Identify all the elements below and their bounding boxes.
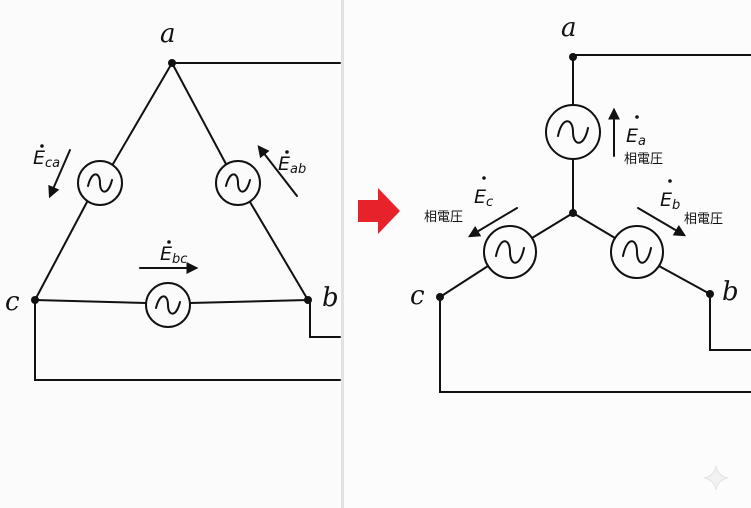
source-ec xyxy=(483,225,537,279)
eb-phase-voltage-note: 相電圧 xyxy=(684,212,723,227)
source-ebc xyxy=(145,282,191,328)
node-c-dot xyxy=(31,296,39,304)
source-eab xyxy=(215,160,261,206)
ea-label: Ea xyxy=(626,125,646,149)
neutral-dot xyxy=(569,209,577,217)
delta-circuit: a c b Eca Eab Ebc xyxy=(5,19,341,381)
right-arrow-icon xyxy=(358,188,400,234)
node-c-label: c xyxy=(5,287,20,317)
node-b-dot xyxy=(304,296,312,304)
eb-arrow xyxy=(637,207,687,237)
eab-arrow xyxy=(257,145,298,197)
source-ea xyxy=(545,104,601,160)
star-node-b-label: b xyxy=(722,277,739,307)
ea-phase-voltage-note: 相電圧 xyxy=(624,152,663,167)
star-node-c-dot xyxy=(436,293,444,301)
eca-label: Eca xyxy=(33,147,60,171)
ec-label: Ec xyxy=(474,186,493,210)
star-node-c-label: c xyxy=(410,281,425,311)
eab-label: Eab xyxy=(278,153,306,177)
star-node-a-dot xyxy=(569,53,577,61)
ec-phase-voltage-note: 相電圧 xyxy=(424,210,463,225)
node-b-label: b xyxy=(322,283,339,313)
source-eb xyxy=(610,225,664,279)
eb-label: Eb xyxy=(660,189,680,213)
star-node-a-label: a xyxy=(561,13,577,43)
left-panel xyxy=(0,0,341,508)
source-eca xyxy=(77,160,123,206)
star-circuit: a c b Ea 相電圧 Ec 相電圧 Eb 相電圧 xyxy=(410,13,751,393)
right-panel xyxy=(344,0,751,508)
sparkle-icon xyxy=(703,465,729,491)
node-a-dot xyxy=(168,59,176,67)
ebc-label: Ebc xyxy=(160,243,187,267)
node-a-label: a xyxy=(160,19,176,49)
eca-arrow xyxy=(48,149,71,199)
star-node-b-dot xyxy=(706,290,714,298)
ec-arrow xyxy=(467,207,518,238)
